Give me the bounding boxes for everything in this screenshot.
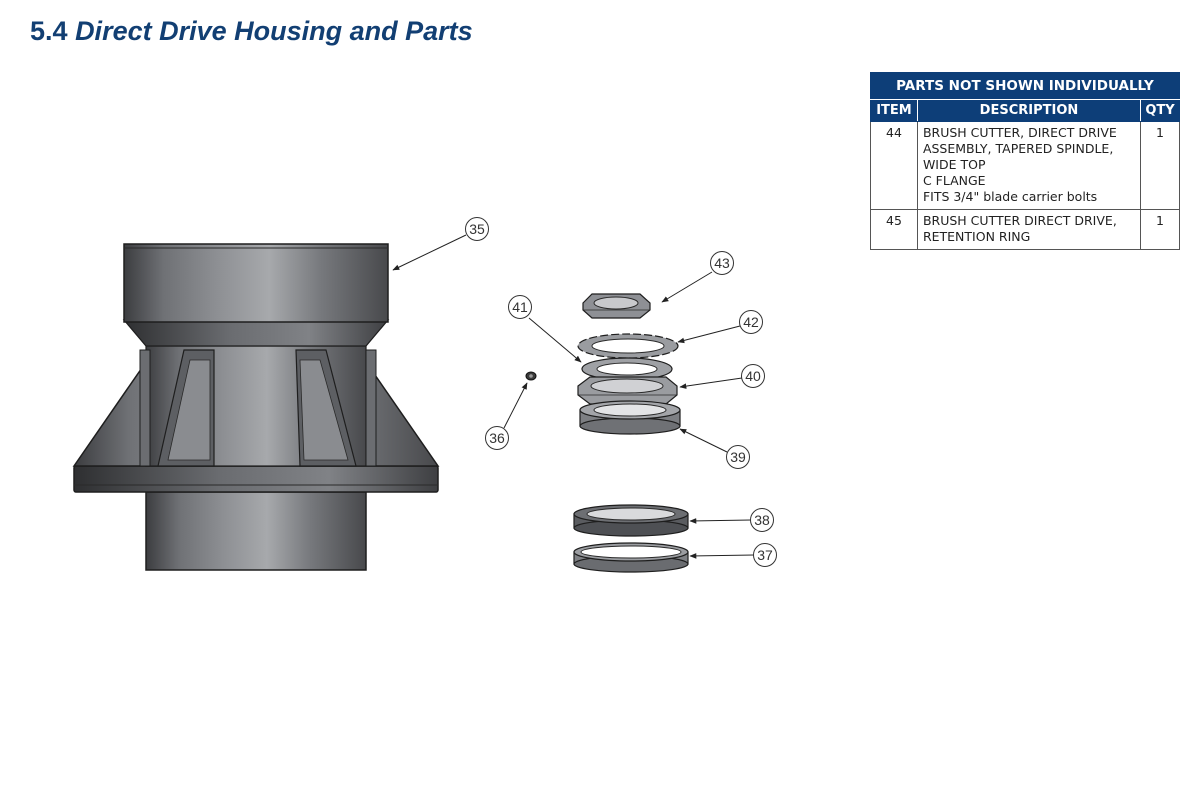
callout-label-35: 35 [469,221,485,237]
callout-label-39: 39 [730,449,746,465]
callout-43: 43 [710,251,734,275]
item-number: 44 [870,121,918,210]
callout-label-36: 36 [489,430,505,446]
callout-41: 41 [508,295,532,319]
item-quantity: 1 [1140,121,1180,210]
table-row: 45 BRUSH CUTTER DIRECT DRIVE, RETENTION … [870,209,1180,250]
section-number: 5.4 [30,16,68,46]
tab-washer-part-42 [577,333,679,359]
callout-42: 42 [739,310,763,334]
exploded-parts-diagram: 35 36 37 38 39 40 41 42 43 [72,217,777,573]
callout-37: 37 [753,543,777,567]
table-row: 44 BRUSH CUTTER, DIRECT DRIVE ASSEMBLY, … [870,121,1180,210]
jam-nut-part-40 [577,376,678,405]
callout-39: 39 [726,445,750,469]
column-header-item: ITEM [870,99,918,122]
callout-35: 35 [465,217,489,241]
callout-label-40: 40 [745,368,761,384]
callout-38: 38 [750,508,774,532]
callout-label-37: 37 [757,547,773,563]
item-quantity: 1 [1140,209,1180,250]
lock-nut-part-43 [582,293,651,319]
item-description: BRUSH CUTTER, DIRECT DRIVE ASSEMBLY, TAP… [916,121,1142,210]
callout-36: 36 [485,426,509,450]
housing-part-35 [72,243,440,571]
table-caption: PARTS NOT SHOWN INDIVIDUALLY [870,72,1180,100]
callout-label-42: 42 [743,314,759,330]
callout-label-38: 38 [754,512,770,528]
callout-40: 40 [741,364,765,388]
callout-label-43: 43 [714,255,730,271]
callout-label-41: 41 [512,299,528,315]
washer-part-41 [581,357,673,381]
leader-lines [392,234,755,559]
item-number: 45 [870,209,918,250]
seal-part-38 [573,504,689,537]
column-header-qty: QTY [1140,99,1180,122]
page-title: 5.4 Direct Drive Housing and Parts [30,16,473,47]
item-description: BRUSH CUTTER DIRECT DRIVE, RETENTION RIN… [916,209,1142,250]
section-title: Direct Drive Housing and Parts [75,16,473,46]
ring-part-37 [573,542,689,573]
bearing-part-39 [579,400,681,435]
column-header-description: DESCRIPTION [916,99,1142,122]
set-screw-part-36 [525,371,537,381]
parts-not-shown-table: PARTS NOT SHOWN INDIVIDUALLY ITEM DESCRI… [870,72,1180,250]
